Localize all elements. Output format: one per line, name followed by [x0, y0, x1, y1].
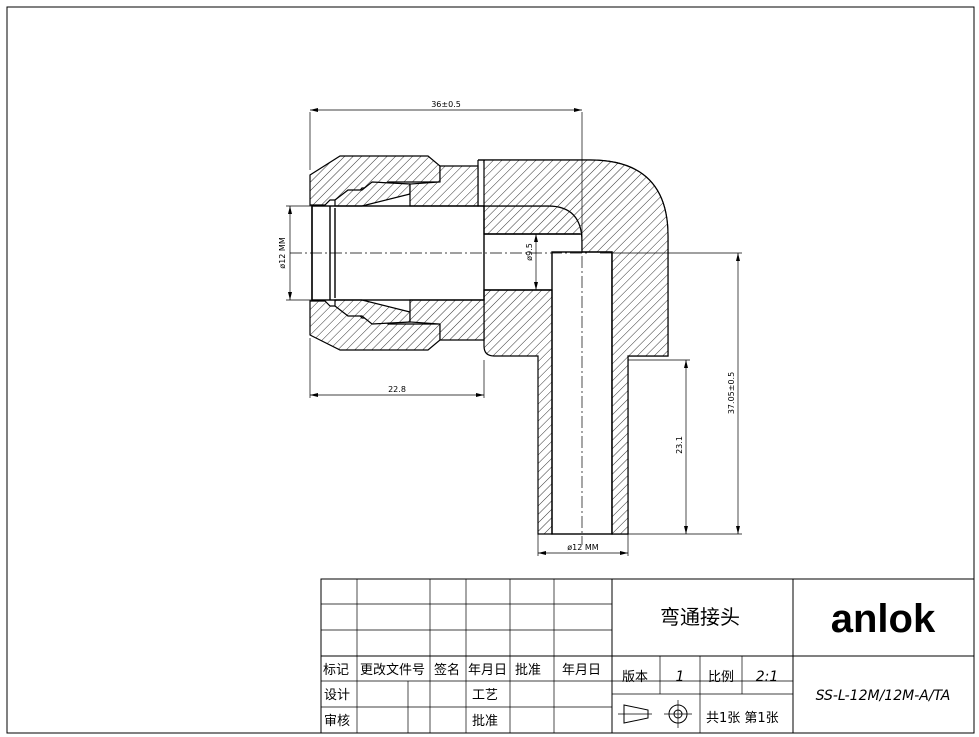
- hdr-approve: 批准: [515, 663, 541, 678]
- elbow-fitting-section: [290, 155, 669, 545]
- dim-tube-od-left: ø12 MM: [278, 237, 287, 269]
- part-name: 弯通接头: [660, 605, 740, 629]
- sheet-count: 共1张 第1张: [706, 711, 779, 726]
- hdr-signature: 签名: [434, 662, 460, 678]
- projection-symbol-icon: [618, 700, 692, 728]
- hdr-change-doc: 更改文件号: [360, 663, 425, 678]
- scale-value: 2:1: [756, 669, 779, 685]
- design-label: 设计: [324, 688, 350, 703]
- version-value: 1: [676, 669, 685, 685]
- scale-label: 比例: [708, 670, 734, 685]
- process-label: 工艺: [472, 688, 498, 703]
- ferrule-edges: [338, 205, 362, 301]
- hdr-date-2: 年月日: [562, 663, 601, 678]
- dim-stub-length: 23.1: [675, 436, 684, 454]
- dim-nut-length: 22.8: [388, 385, 406, 394]
- approve-label: 批准: [472, 714, 498, 729]
- elbow-outer-wall: [478, 159, 669, 535]
- dim-tube-od-bottom: ø12 MM: [567, 543, 599, 552]
- dim-overall-length: 36±0.5: [431, 100, 461, 109]
- brand-logo: anlok: [831, 597, 936, 641]
- hdr-mark: 标记: [323, 663, 349, 678]
- dim-height: 37.05±0.5: [727, 372, 736, 414]
- dim-inner-dia: ø9.5: [525, 243, 534, 261]
- review-label: 审核: [324, 714, 350, 729]
- elbow-lower-block: [483, 289, 553, 535]
- sheet-border: [6, 6, 975, 734]
- dimensions: 36±0.5 ø12 MM ø9.5 22.8 37.05±0.5 23.1: [278, 100, 742, 556]
- hdr-date: 年月日: [468, 663, 507, 678]
- version-label: 版本: [622, 670, 648, 685]
- part-code: SS-L-12M/12M-A/TA: [816, 688, 951, 704]
- title-block: 标记 更改文件号 签名 年月日 批准 年月日 设计 工艺 审核 批准 弯通接头 …: [320, 578, 975, 734]
